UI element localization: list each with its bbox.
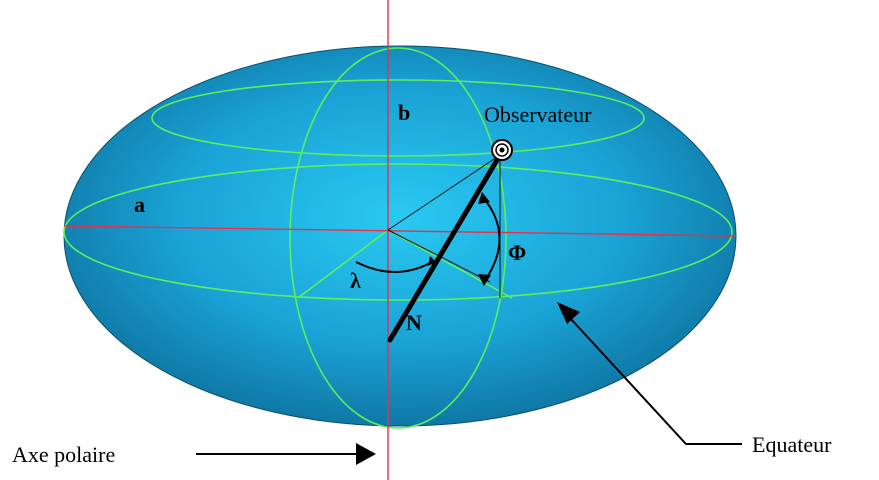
meridian-ellipse [289,47,507,429]
label-polar-axis: Axe polaire [12,442,115,467]
label-observer: Observateur [484,102,592,127]
equator-chord-left [297,229,389,299]
latitude-arrowhead-bottom [478,274,491,286]
normal-line [387,152,503,343]
center-to-observer-line [387,154,501,231]
equatorial-axis-line [63,225,737,237]
equator-chord-right [387,229,513,299]
upper-parallel [151,79,645,157]
label-a: a [134,192,145,217]
label-normal: N [406,310,422,335]
arrow-up-left-icon [557,302,742,445]
latitude-arrowhead-top [478,192,490,204]
label-longitude: λ [350,268,361,293]
arrow-right-icon [196,443,376,465]
longitude-arc [355,261,433,273]
observer-target-icon [491,139,513,161]
latitude-arc [481,195,501,283]
label-latitude: Φ [508,240,526,265]
label-b: b [398,100,410,125]
label-equator: Equateur [752,432,832,457]
equator-ellipse [63,163,733,301]
axes [63,0,737,480]
green-grid [63,47,733,429]
longitude-arrowhead [428,256,436,266]
